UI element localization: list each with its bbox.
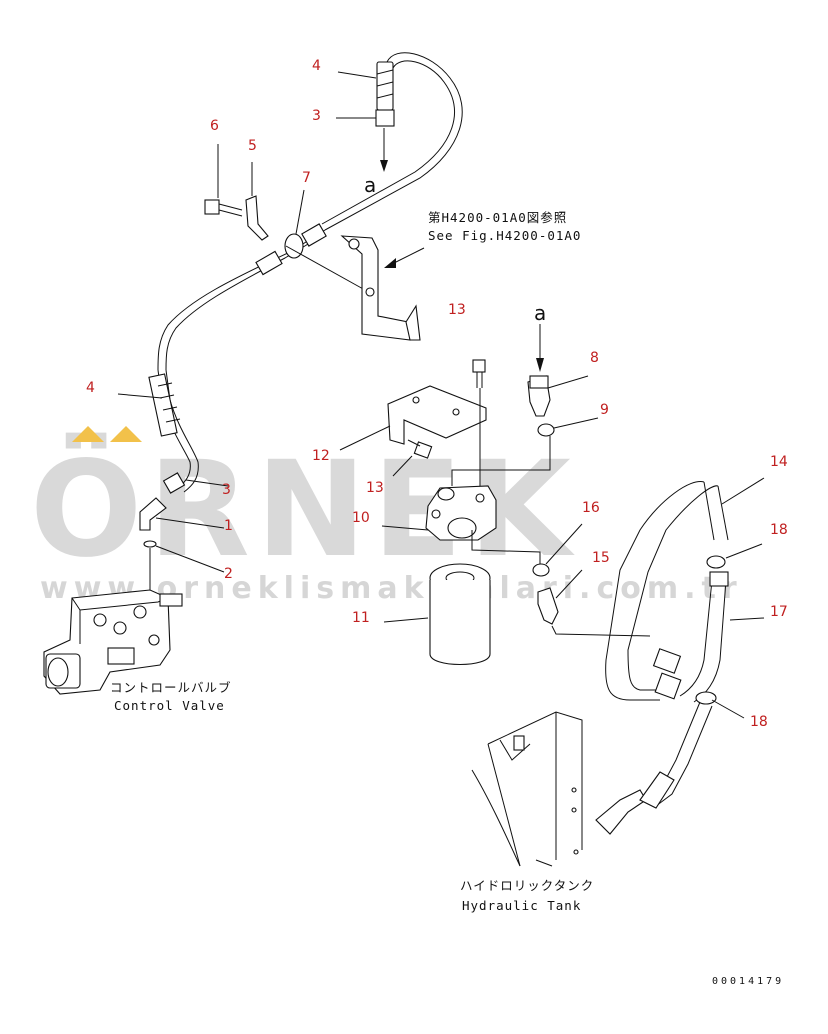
clamp-18-top [706,555,726,569]
callout-8: 8 [590,350,599,366]
callout-18-bottom: 18 [750,714,768,730]
hydraulic-tank-en: Hydraulic Tank [462,898,581,913]
callout-7: 7 [302,170,311,186]
hose-sleeve-top [376,61,394,111]
callout-6: 6 [210,118,219,134]
clamp-18-bottom [695,691,717,705]
mount-bracket [340,235,411,341]
hydraulic-tank [471,711,675,867]
callout-numbers: 4 3 6 5 7 4 3 1 2 13 12 13 10 11 8 9 16 … [86,58,788,730]
control-valve-en: Control Valve [114,698,225,713]
filter-assembly [387,359,551,666]
callout-10: 10 [352,510,370,526]
fittings-15-16 [532,563,651,637]
callout-15: 15 [592,550,610,566]
watermark-accent-left [72,426,104,442]
control-valve [43,589,183,695]
o-ring-16 [532,563,550,577]
callout-4-lower: 4 [86,380,95,396]
reference-jp: 第H4200-01A0図参照 [428,210,567,225]
upper-hose-assembly [139,52,463,590]
callout-13-side: 13 [366,480,384,496]
callout-18-top: 18 [770,522,788,538]
watermark: ÖRNEK www.orneklismakinalari.com.tr [30,426,737,606]
watermark-accent-right [110,426,142,442]
hose-sleeve-lower [148,373,178,437]
adapter-15 [537,587,559,625]
callout-12: 12 [312,448,330,464]
callout-5: 5 [248,138,257,154]
drawing-code: 00014179 [712,976,784,987]
o-ring-9 [537,423,555,437]
hydraulic-tank-jp: ハイドロリックタンク [460,878,594,893]
control-valve-jp: コントロールバルブ [110,680,232,695]
o-ring-2 [143,540,157,548]
callout-9: 9 [600,402,609,418]
reference-en: See Fig.H4200-01A0 [428,228,581,243]
callout-14: 14 [770,454,788,470]
callout-13-top: 13 [448,302,466,318]
return-line-assembly [605,481,729,807]
callout-11: 11 [352,610,370,626]
callout-4-top: 4 [312,58,321,74]
fitting-top [375,109,395,127]
clamp [284,233,304,259]
leader-lines [117,71,765,719]
connector-a-top: a [364,173,376,197]
callout-17: 17 [770,604,788,620]
bracket-small [245,195,269,241]
callout-2: 2 [224,566,233,582]
fittings-8-9 [527,324,555,437]
callout-16: 16 [582,500,600,516]
bolt-6 [204,199,220,215]
elbow-fitting [139,497,167,531]
callout-3-lower: 3 [222,482,231,498]
callout-1: 1 [224,518,233,534]
connector-a-right: a [534,301,546,325]
callout-3-top: 3 [312,108,321,124]
